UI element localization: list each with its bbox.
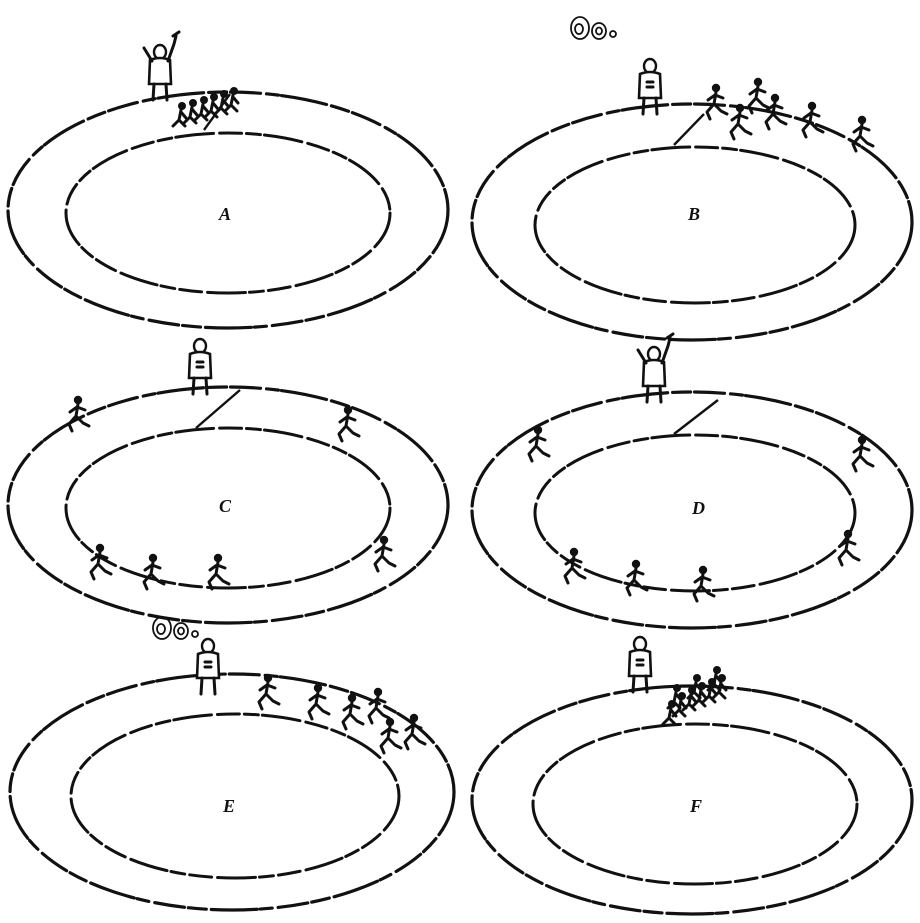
outer-track-e	[10, 674, 454, 910]
panel-e: E	[10, 617, 454, 910]
panel-f: F	[472, 637, 912, 914]
panel-d: D	[472, 334, 912, 628]
panel-label-e: E	[222, 796, 235, 816]
panel-c: C	[8, 339, 448, 623]
panel-b: B	[472, 17, 912, 340]
start-line-c	[196, 390, 240, 428]
start-line-b	[674, 114, 704, 145]
runners-c	[69, 396, 395, 589]
starter-official-e	[197, 639, 219, 694]
inner-track-b	[535, 147, 855, 303]
starter-official-f	[629, 637, 651, 692]
panel-label-f: F	[689, 796, 702, 816]
panel-label-d: D	[691, 498, 705, 518]
panel-label-c: C	[219, 496, 232, 516]
pistol-smoke-b	[571, 17, 616, 39]
panel-label-a: A	[218, 204, 231, 224]
runner-group-f	[663, 666, 726, 724]
runner-group-a	[173, 87, 238, 126]
start-line-d	[674, 400, 718, 434]
starter-official-a	[144, 32, 179, 100]
panel-a: A	[8, 32, 448, 328]
panel-label-b: B	[687, 204, 700, 224]
starter-official-c	[189, 339, 211, 394]
